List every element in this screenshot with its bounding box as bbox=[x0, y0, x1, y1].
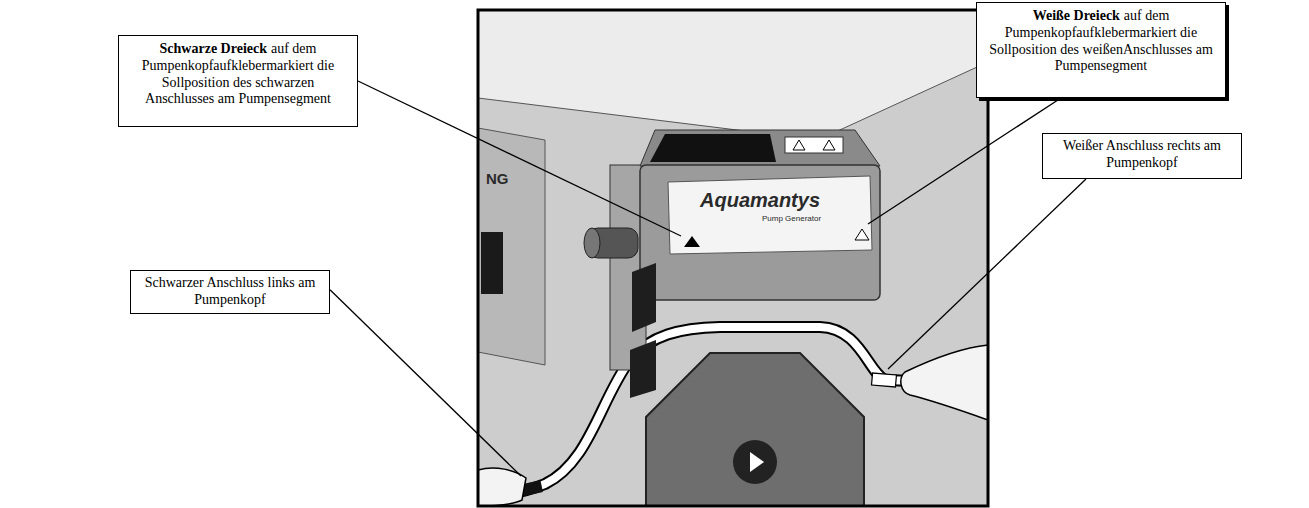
leader-line bbox=[868, 98, 1061, 224]
illustration-body bbox=[478, 10, 988, 506]
white-triangle bbox=[855, 229, 869, 240]
warning-symbol bbox=[823, 140, 835, 150]
black-triangle bbox=[684, 236, 700, 247]
callout-box: Weißer Anschluss rechts am Pumpenkopf bbox=[1042, 133, 1242, 179]
callout-text: Weißer Anschluss rechts am Pumpenkopf bbox=[1063, 138, 1221, 170]
latch bbox=[632, 263, 656, 332]
left-hand bbox=[478, 468, 526, 506]
callout-box: Weiße Dreieckauf dem Pumpenkopfaufkleber… bbox=[976, 2, 1226, 98]
logo-text: Pump Generator bbox=[762, 214, 821, 223]
panel-text: NG bbox=[486, 170, 509, 187]
callout-text: Schwarzer Anschluss links am Pumpenkopf bbox=[145, 275, 316, 307]
white-connector bbox=[872, 373, 897, 387]
pump-head-top bbox=[640, 130, 880, 166]
illustration-frame bbox=[478, 10, 988, 506]
display bbox=[481, 232, 503, 294]
knob-cap bbox=[584, 228, 600, 258]
black-band bbox=[650, 134, 776, 162]
right-hand bbox=[901, 345, 988, 420]
callout-box: Schwarze Dreieckauf dem Pumpenkopfaufkle… bbox=[118, 35, 358, 127]
callout-heading: Schwarze Dreieck bbox=[160, 41, 267, 56]
rotor-mark bbox=[750, 452, 764, 472]
leader-line bbox=[358, 81, 681, 236]
latch bbox=[630, 340, 656, 398]
logo-text: Aquamantys bbox=[700, 189, 820, 212]
callout-box: Schwarzer Anschluss links am Pumpenkopf bbox=[130, 270, 330, 314]
leader-line bbox=[888, 179, 1086, 369]
pump-head bbox=[640, 165, 880, 300]
rotor-hub bbox=[733, 440, 777, 484]
pump-head-sticker bbox=[668, 176, 872, 254]
callout-heading: Weiße Dreieck bbox=[1033, 8, 1120, 23]
machine-top bbox=[478, 10, 988, 140]
leader-line bbox=[330, 290, 521, 476]
side-panel bbox=[478, 128, 545, 365]
warning-sticker bbox=[785, 137, 843, 153]
rotor bbox=[646, 353, 864, 506]
warning-symbol bbox=[793, 140, 805, 150]
